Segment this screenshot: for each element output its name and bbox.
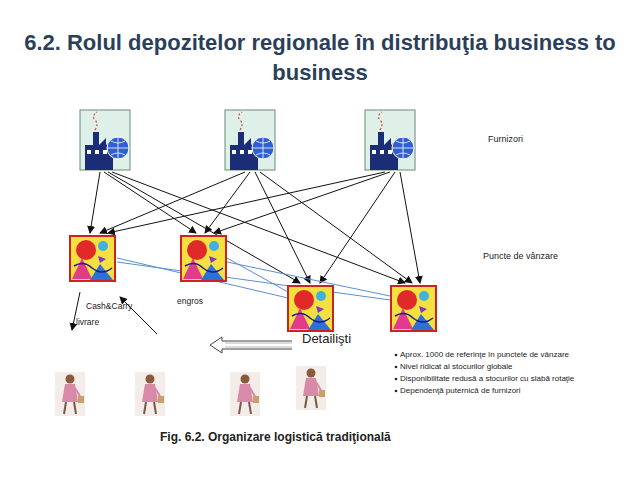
note-line: Aprox. 1000 de referinţe în punctele de … [400, 350, 569, 359]
flow-label: engros [177, 297, 203, 307]
group-label: Furnizori [488, 134, 523, 144]
group-label: Puncte de vânzare [483, 251, 558, 261]
note-line: Dependenţă puternică de furnizori [400, 386, 521, 395]
figure-caption: Fig. 6.2. Organizare logistică tradiţion… [160, 430, 391, 444]
note-line: Nivel ridicat al stocurilor globale [400, 362, 513, 371]
flow-label: livrare [76, 318, 99, 328]
slide-title: 6.2. Rolul depozitelor regionale în dist… [20, 28, 620, 87]
group-label: Detailişti [302, 332, 351, 347]
note-line: Disponibilitate redusă a stocurilor cu s… [400, 374, 574, 383]
flow-label: Cash&Carry [86, 302, 132, 312]
